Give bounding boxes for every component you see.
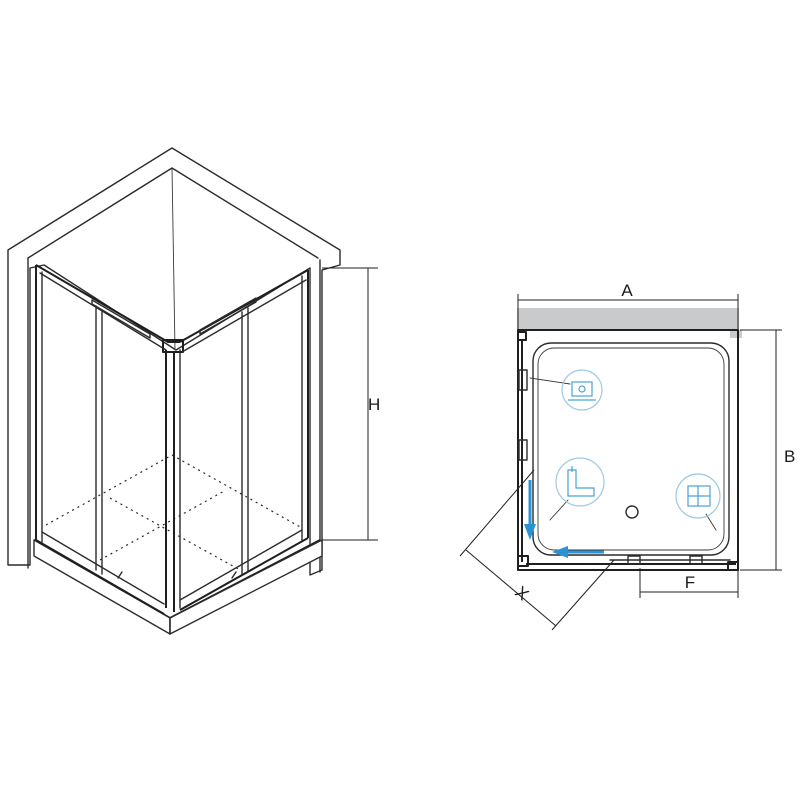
- height-label: H: [368, 395, 380, 414]
- tray-outline-inner: [537, 347, 725, 551]
- plan-view: A B: [459, 281, 795, 631]
- isometric-view: H: [7, 147, 380, 635]
- bottom-roller-2: [689, 555, 703, 565]
- frame-right-bottom-inner: [179, 529, 303, 601]
- tray-outline-outer: [532, 342, 730, 556]
- bottom-corner-right: [727, 561, 739, 571]
- left-corner-top: [517, 331, 527, 341]
- wall-corner-vertical: [171, 167, 176, 351]
- depth-dimension: B: [740, 329, 795, 571]
- depth-label: B: [784, 447, 795, 466]
- height-dimension: H: [322, 267, 380, 541]
- floor-dotted-left: [45, 454, 173, 526]
- left-hinge-top: [518, 369, 528, 391]
- corner-profile-icon: [549, 457, 605, 521]
- frame-left-top: [35, 264, 180, 343]
- left-hinge-bottom: [518, 439, 528, 461]
- frame-left-top-inner: [39, 272, 167, 351]
- wall-outline: [7, 147, 341, 576]
- corner-post-cap: [162, 339, 184, 353]
- door-panel-icon: [675, 473, 721, 531]
- slide-arrow-down: [524, 480, 536, 540]
- bottom-roller-1: [627, 555, 641, 565]
- tray-mark-1: [117, 571, 123, 579]
- frame-left-bottom-inner: [41, 531, 165, 605]
- floor-dotted-right: [171, 454, 303, 529]
- entry-label: X: [511, 583, 532, 605]
- slide-arrow-left: [552, 546, 604, 558]
- floor-dotted-left-2: [99, 489, 227, 561]
- floor-dotted-right-2: [109, 497, 241, 571]
- door-dimension: F: [639, 568, 739, 598]
- right-handle-bar: [199, 297, 257, 335]
- drain: [625, 505, 639, 519]
- left-corner-bottom: [517, 555, 529, 567]
- left-handle-bar: [91, 299, 151, 339]
- frame-right-bottom: [179, 537, 309, 611]
- width-label: A: [621, 281, 633, 300]
- frame-left-bottom: [35, 539, 165, 615]
- enclosure-outline: [517, 329, 739, 571]
- tray-front-right: [169, 539, 323, 635]
- shower-tray-icon: [529, 369, 603, 411]
- wall-top-gray: [517, 308, 739, 330]
- door-label: F: [685, 573, 695, 592]
- width-dimension: A: [517, 281, 739, 330]
- frame-right-top-inner: [181, 279, 307, 353]
- wall-right-gray: [730, 330, 742, 338]
- tray-mark-2: [231, 571, 237, 579]
